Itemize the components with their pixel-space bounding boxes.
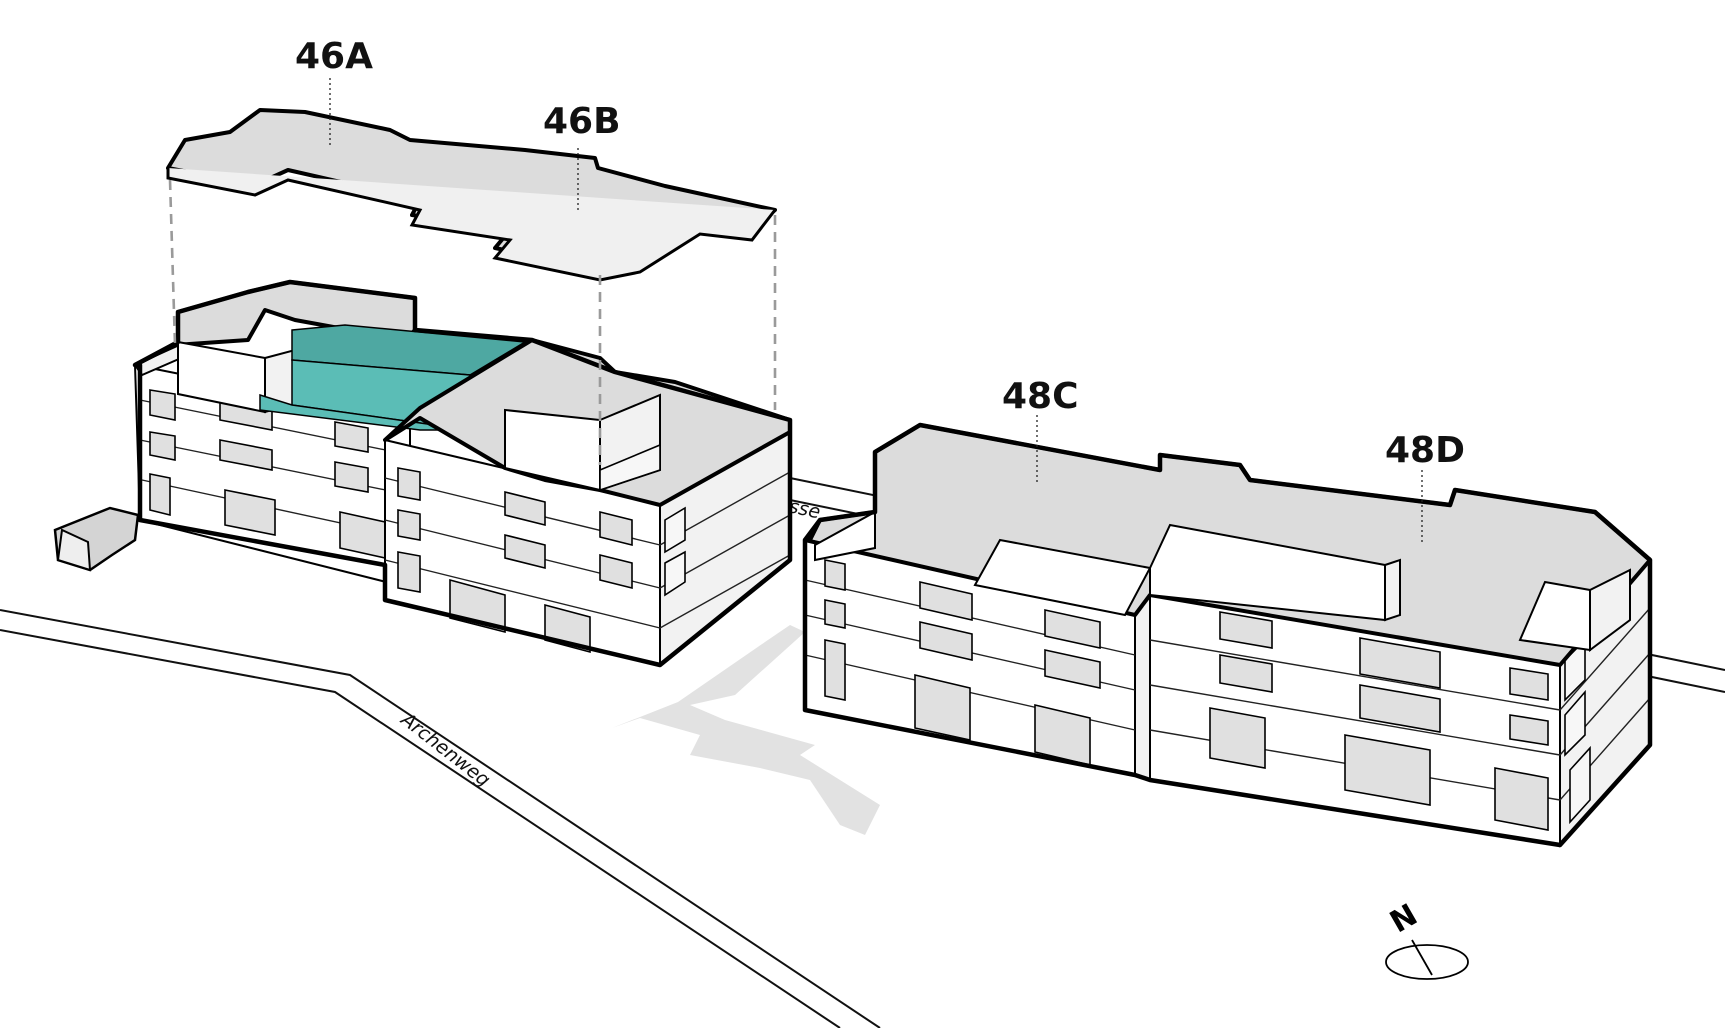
north-arrow: N bbox=[1384, 897, 1469, 980]
road-archenweg bbox=[0, 609, 881, 1029]
compass-needle-icon bbox=[1411, 939, 1433, 976]
label-48d: 48D bbox=[1385, 430, 1465, 471]
roof-plate-exploded bbox=[166, 108, 777, 282]
street-label-back: sse bbox=[787, 495, 822, 523]
street-label-archenweg: Archenweg bbox=[395, 707, 494, 791]
highlighted-unit-top bbox=[291, 324, 528, 376]
projection-lines bbox=[168, 179, 777, 465]
garden-wall bbox=[53, 506, 140, 572]
compass-north-label: N bbox=[1384, 897, 1423, 940]
building-46-outline bbox=[132, 279, 793, 668]
label-46b: 46B bbox=[543, 101, 621, 142]
building-48 bbox=[802, 422, 1653, 848]
building-46 bbox=[132, 279, 793, 668]
building-48-outline bbox=[802, 422, 1653, 848]
ground-path bbox=[612, 625, 880, 835]
label-46a: 46A bbox=[295, 36, 373, 77]
compass-ring-icon bbox=[1385, 944, 1469, 980]
label-leaders bbox=[329, 78, 1423, 542]
label-48c: 48C bbox=[1002, 376, 1079, 417]
